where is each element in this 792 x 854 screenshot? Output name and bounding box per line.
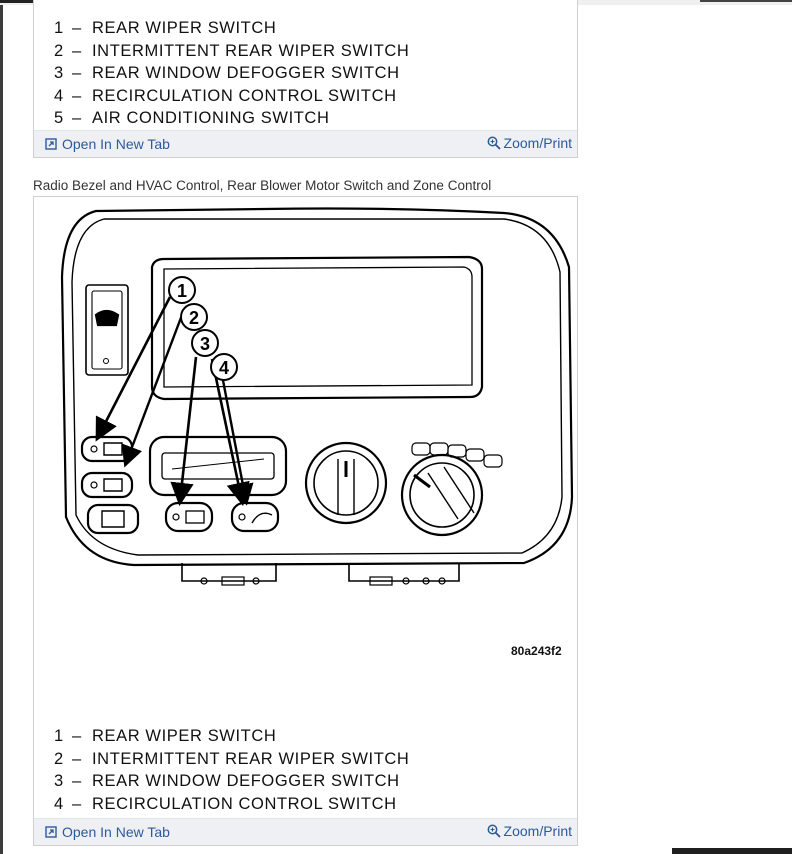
- open-in-new-tab-label: Open In New Tab: [62, 136, 170, 152]
- zoom-print-link[interactable]: Zoom/Print: [487, 135, 572, 151]
- callout-group: [168, 276, 238, 381]
- open-in-new-tab-link[interactable]: Open In New Tab: [45, 824, 170, 840]
- legend-item: 4–RECIRCULATION CONTROL SWITCH: [54, 86, 397, 105]
- magnifier-icon: [487, 136, 501, 150]
- temperature-knob: [304, 441, 388, 525]
- callout-label-1: 1: [177, 281, 187, 301]
- legend-item: 2–INTERMITTENT REAR WIPER SWITCH: [54, 749, 410, 768]
- intermittent-wiper-switch-drawing: [80, 471, 134, 499]
- callout-label-4: 4: [219, 358, 229, 378]
- zoom-print-link[interactable]: Zoom/Print: [487, 823, 572, 839]
- callout-circle-4: [210, 353, 238, 381]
- ac-switch-drawing: [86, 503, 140, 535]
- recirculation-switch-drawing: [230, 501, 280, 533]
- legend-item: 3–REAR WINDOW DEFOGGER SWITCH: [54, 772, 400, 790]
- legend-list: 1–REAR WIPER SWITCH 2–INTERMITTENT REAR …: [54, 725, 409, 815]
- temperature-slider-panel: [148, 435, 288, 497]
- legend-item: 4–RECIRCULATION CONTROL SWITCH: [54, 794, 397, 813]
- open-in-new-tab-link[interactable]: Open In New Tab: [45, 136, 170, 152]
- figure-card-2: 1 2 3 4 80a243f2 1–REAR WIPER SWITCH 2–I…: [33, 196, 578, 846]
- legend-list: 1–REAR WIPER SWITCH 2–INTERMITTENT REAR …: [54, 17, 409, 130]
- zoom-print-label: Zoom/Print: [503, 135, 572, 151]
- magnifier-icon: [487, 824, 501, 838]
- window-left-edge: [0, 0, 3, 854]
- callout-label-3: 3: [200, 334, 210, 354]
- radio-opening: [150, 255, 484, 401]
- callout-circle-2: [180, 303, 208, 331]
- open-in-new-tab-label: Open In New Tab: [62, 824, 170, 840]
- hvac-control-diagram: 1 2 3 4: [60, 207, 574, 586]
- callout-circle-1: [168, 276, 196, 304]
- card-footer: Open In New Tab Zoom/Print: [34, 130, 577, 157]
- callout-circle-3: [191, 329, 219, 357]
- legend-item: 1–REAR WIPER SWITCH: [54, 727, 277, 745]
- window-bottom-edge: [672, 848, 792, 854]
- bezel-outline: [60, 207, 574, 567]
- open-new-tab-icon: [45, 826, 57, 838]
- callout-label-2: 2: [189, 308, 199, 328]
- figure-code: 80a243f2: [511, 644, 562, 658]
- legend-item: 1–REAR WIPER SWITCH: [54, 19, 277, 37]
- card-footer: Open In New Tab Zoom/Print: [34, 818, 577, 845]
- figure-caption: Radio Bezel and HVAC Control, Rear Blowe…: [33, 178, 492, 193]
- legend-item: 3–REAR WINDOW DEFOGGER SWITCH: [54, 64, 400, 82]
- zoom-print-label: Zoom/Print: [503, 823, 572, 839]
- open-new-tab-icon: [45, 138, 57, 150]
- rear-blower-panel: [85, 284, 129, 376]
- rear-wiper-switch-drawing: [80, 435, 134, 463]
- legend-item: 5–AIR CONDITIONING SWITCH: [54, 109, 330, 127]
- figure-card-1: 1–REAR WIPER SWITCH 2–INTERMITTENT REAR …: [33, 0, 578, 158]
- legend-item: 2–INTERMITTENT REAR WIPER SWITCH: [54, 41, 410, 60]
